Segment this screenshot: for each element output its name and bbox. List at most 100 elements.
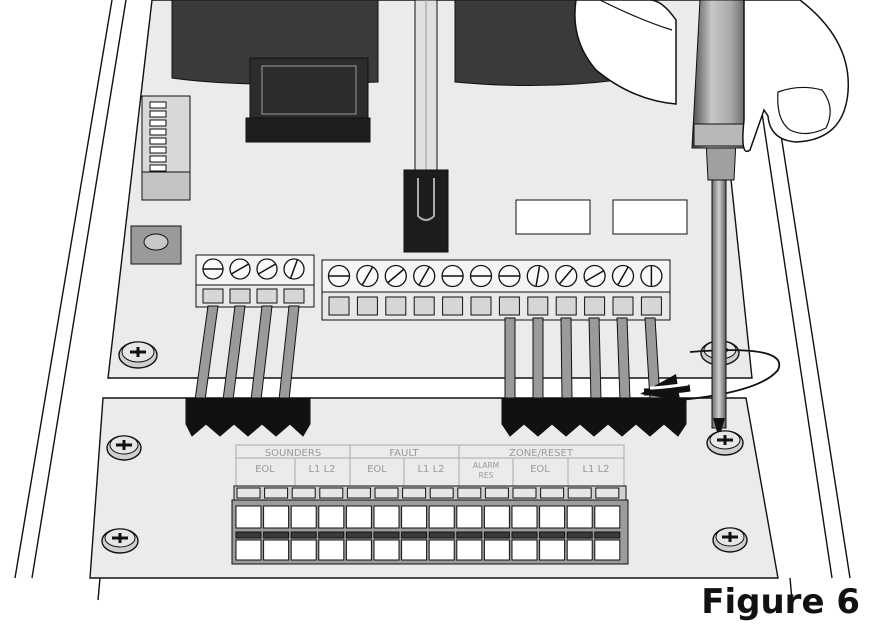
terminal-slot [483,505,510,529]
terminal-screw-icon [555,264,578,288]
figure-caption: Figure 6 [701,582,860,622]
label-res: RES [479,471,494,480]
terminal-screw-icon [327,264,351,288]
terminal-slot [263,505,290,529]
terminal-slot-divider [511,531,538,539]
terminal-cap [595,487,620,499]
terminal-slot-divider [290,531,317,539]
terminal-cap [457,487,482,499]
terminal-screw-icon [384,264,407,288]
terminal-screw-icon [498,264,521,288]
terminal-slot [539,505,566,529]
terminal-slot [456,539,483,561]
terminal-slot [483,539,510,561]
terminal-cap [402,487,427,499]
terminal-label-frame [235,444,625,488]
terminal-screw-icon [229,258,251,280]
label-l1l2-3: L1 L2 [582,464,609,475]
terminal-block-upper-left [195,254,315,308]
terminal-clamp [328,296,350,316]
terminal-screw-icon [583,264,606,288]
terminal-cap [264,487,289,499]
terminal-slot [401,505,428,529]
terminal-screw-icon [413,264,436,288]
terminal-slot [290,505,317,529]
dip-switch-lever [149,155,167,163]
wire [532,317,544,401]
label-sounders: SOUNDERS [265,448,321,459]
terminal-cap [346,487,371,499]
label-alarm: ALARM [473,461,499,470]
terminal-cap [429,487,454,499]
dip-switch-lever [149,128,167,136]
terminal-screw-icon [526,264,549,288]
terminal-clamp [202,288,224,304]
terminal-cap [319,487,344,499]
relay-block [245,57,371,143]
mounting-screw-icon [101,340,748,554]
terminal-slot [428,505,455,529]
relay-white-2 [612,199,688,235]
terminal-slot [263,539,290,561]
terminal-clamp [256,288,278,304]
terminal-cap [236,487,261,499]
terminal-slot-divider [345,531,372,539]
terminal-clamp [283,288,305,304]
cable-connector [403,169,449,253]
dip-switch-lever [149,164,167,172]
terminal-slot [318,539,345,561]
terminal-screw-icon [283,258,305,280]
terminal-clamp [385,296,407,316]
terminal-slot-divider [456,531,483,539]
terminal-clamp [413,296,435,316]
label-eol-3: EOL [530,464,550,475]
label-l1l2-2: L1 L2 [417,464,444,475]
label-zone-reset: ZONE/RESET [509,448,574,459]
terminal-clamp [442,296,464,316]
terminal-slot [318,505,345,529]
ribbon-cable [414,0,438,173]
dip-switch-lever [149,119,167,127]
terminal-labels: SOUNDERS FAULT ZONE/RESET EOL L1 L2 EOL … [255,448,609,480]
terminal-clamp [229,288,251,304]
terminal-slot [456,505,483,529]
mounting-screw [706,430,744,456]
terminal-slot-divider [318,531,345,539]
dip-switch-lever [149,146,167,154]
terminal-slot [345,505,372,529]
wire [504,317,516,401]
terminal-slot [511,505,538,529]
terminal-slot-divider [263,531,290,539]
terminal-cap [567,487,592,499]
dip-switch-lever [149,110,167,118]
terminal-slot-divider [594,531,621,539]
label-fault: FAULT [389,448,419,459]
plug-right [501,397,687,437]
terminal-slot [401,539,428,561]
terminal-clamp [356,296,378,316]
terminal-slot-divider [483,531,510,539]
terminal-clamp [470,296,492,316]
relay-white-1 [515,199,591,235]
terminal-slot [566,505,593,529]
terminal-slot [539,539,566,561]
terminal-clamp [555,296,577,316]
terminal-slot [290,539,317,561]
terminal-screw-icon [441,264,464,288]
terminal-cap [374,487,399,499]
terminal-clamp [640,296,662,316]
terminal-slot-divider [401,531,428,539]
terminal-slot [511,539,538,561]
terminal-clamp [584,296,606,316]
terminal-block-bottom [231,485,629,565]
dip-switch-lever [149,137,167,145]
dip-switch-lever [149,101,167,109]
terminal-screw-icon [256,258,278,280]
reset-push-button [130,225,182,265]
terminal-screw-icon [640,264,663,288]
terminal-slot [373,539,400,561]
terminal-screw-icon [202,258,224,280]
terminal-slot [235,505,262,529]
mounting-screw [712,527,748,553]
terminal-clamp [612,296,634,316]
